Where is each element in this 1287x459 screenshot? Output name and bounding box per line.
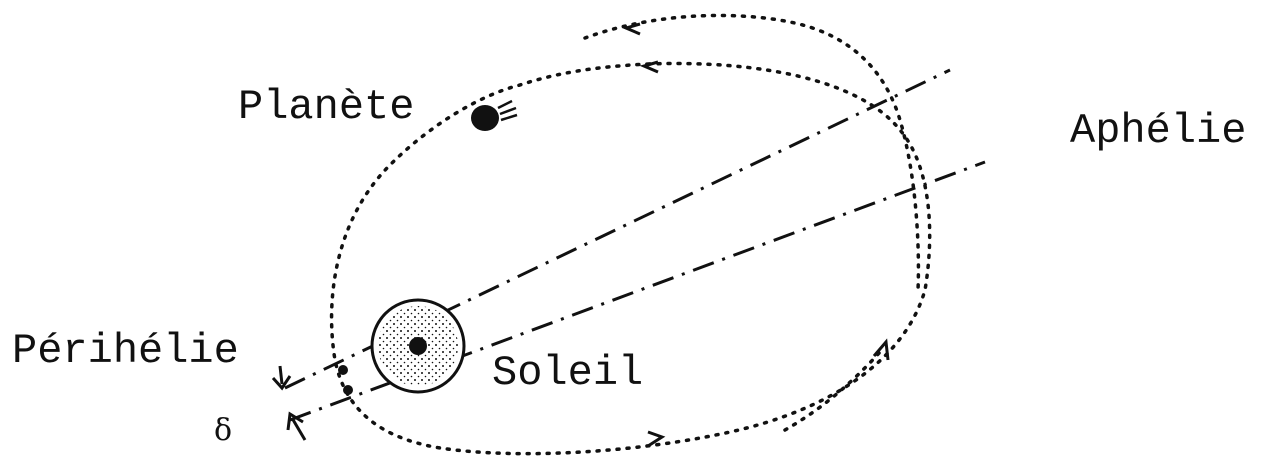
orbit-arrow-right xyxy=(874,342,888,360)
sun-label: Soleil xyxy=(492,349,643,397)
outer-orbit-lower xyxy=(785,352,880,430)
sun xyxy=(372,300,464,392)
aphelion-label: Aphélie xyxy=(1070,107,1246,155)
perihelion-label: Périhélie xyxy=(12,327,239,375)
perihelion-point-1 xyxy=(338,365,348,375)
delta-arrows xyxy=(273,366,305,440)
orbit-arrow-outer-top xyxy=(626,24,640,34)
planet-label: Planète xyxy=(238,83,414,131)
sun-core xyxy=(409,337,427,355)
delta-label: δ xyxy=(214,413,232,448)
planet xyxy=(471,101,517,131)
perihelion-point-2 xyxy=(343,385,353,395)
